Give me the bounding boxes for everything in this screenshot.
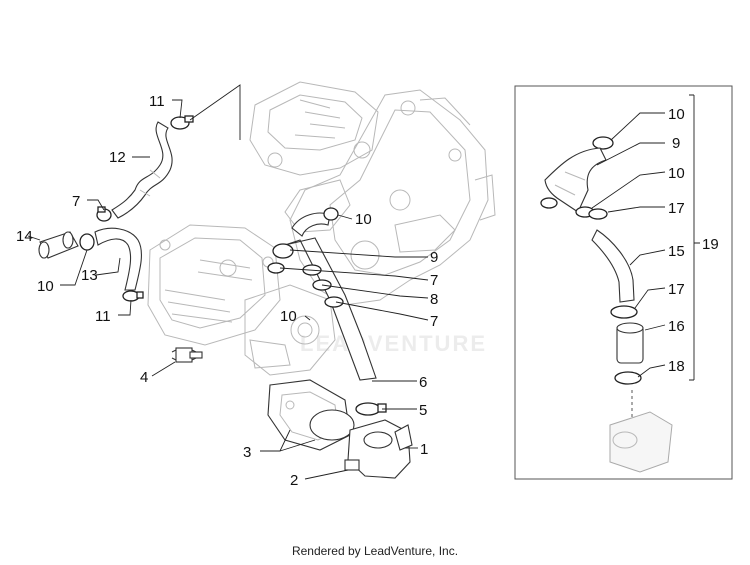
callout-9-center: 9 (430, 249, 438, 266)
callout-7-center-a: 7 (430, 272, 438, 289)
callout-7-center-b: 7 (430, 313, 438, 330)
callout-17-kit-lower: 17 (668, 281, 685, 298)
leader-lines (27, 84, 700, 480)
callout-7-left: 7 (72, 193, 80, 210)
clamp-5 (355, 402, 387, 416)
clamp-7-left (96, 206, 112, 222)
water-pump-1 (344, 419, 413, 479)
hose-12 (111, 121, 173, 219)
callout-labels: 11 12 7 14 13 10 11 4 10 9 7 8 7 10 6 5 … (16, 93, 719, 489)
callout-11-upper: 11 (149, 93, 165, 110)
hose-13 (94, 227, 142, 291)
callout-10-lower: 10 (280, 308, 297, 325)
callout-10-left: 10 (37, 278, 54, 295)
callout-14: 14 (16, 228, 33, 245)
callout-13: 13 (81, 267, 98, 284)
callout-6: 6 (419, 374, 427, 391)
footer-credit: Rendered by LeadVenture, Inc. (291, 544, 459, 558)
callout-9-kit: 9 (672, 135, 680, 152)
gasket-3 (267, 379, 355, 451)
callout-11-lower: 11 (95, 308, 111, 325)
clamp-11-lower (122, 290, 144, 302)
callout-17-kit-upper: 17 (668, 200, 685, 217)
kit-19-box (514, 85, 733, 480)
engine-block-drawing (147, 81, 496, 376)
callout-18: 18 (668, 358, 685, 375)
kit-19-parts (540, 136, 673, 473)
fitting-14 (38, 231, 79, 259)
clamp-11-upper (170, 115, 194, 130)
clamps-center (267, 207, 344, 308)
callout-19: 19 (702, 236, 719, 253)
callout-10-kit-top: 10 (668, 106, 685, 123)
callout-8: 8 (430, 291, 438, 308)
callout-12: 12 (109, 149, 126, 166)
gear-4 (171, 347, 203, 363)
callout-16: 16 (668, 318, 685, 335)
callout-10-center: 10 (355, 211, 372, 228)
callout-2: 2 (290, 472, 298, 489)
clamp-10-left (79, 233, 95, 251)
callout-5: 5 (419, 402, 427, 419)
watermark-text: LEADVENTURE (300, 331, 487, 356)
callout-10-kit: 10 (668, 165, 685, 182)
callout-15: 15 (668, 243, 685, 260)
callout-3: 3 (243, 444, 251, 461)
callout-1: 1 (420, 441, 428, 458)
callout-4: 4 (140, 369, 148, 386)
